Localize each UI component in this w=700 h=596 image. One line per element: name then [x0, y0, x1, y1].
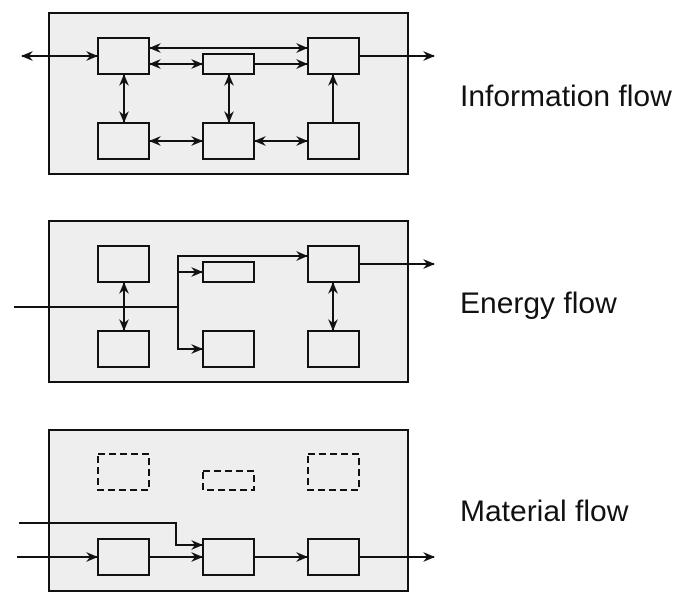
node-m-top-left: [97, 453, 150, 491]
panel-energy-flow: Energy flow: [14, 220, 617, 383]
node-i-top-right: [307, 37, 360, 75]
label-material-flow: Material flow: [460, 495, 629, 528]
node-e-bot-right: [307, 330, 360, 368]
node-i-bot-mid: [202, 122, 255, 160]
label-information-flow: Information flow: [460, 80, 672, 113]
node-e-top-mid: [202, 261, 255, 283]
node-e-top-left: [97, 245, 150, 283]
node-m-top-right: [307, 453, 360, 491]
arrow-external-in-1-to-bot-mid: [19, 522, 203, 550]
node-i-bot-left: [97, 122, 150, 160]
node-i-top-mid: [202, 53, 255, 75]
node-e-bot-mid: [202, 330, 255, 368]
node-m-bot-right: [307, 538, 360, 576]
panel-material-flow: Material flow: [17, 429, 629, 592]
panel-information-flow: Information flow: [21, 12, 672, 175]
node-e-bot-left: [97, 330, 150, 368]
node-e-top-right: [307, 245, 360, 283]
node-i-top-left: [97, 37, 150, 75]
node-m-bot-mid: [202, 538, 255, 576]
label-energy-flow: Energy flow: [460, 287, 617, 320]
node-m-top-mid: [202, 470, 255, 491]
node-i-bot-right: [307, 122, 360, 160]
node-m-bot-left: [97, 538, 150, 576]
